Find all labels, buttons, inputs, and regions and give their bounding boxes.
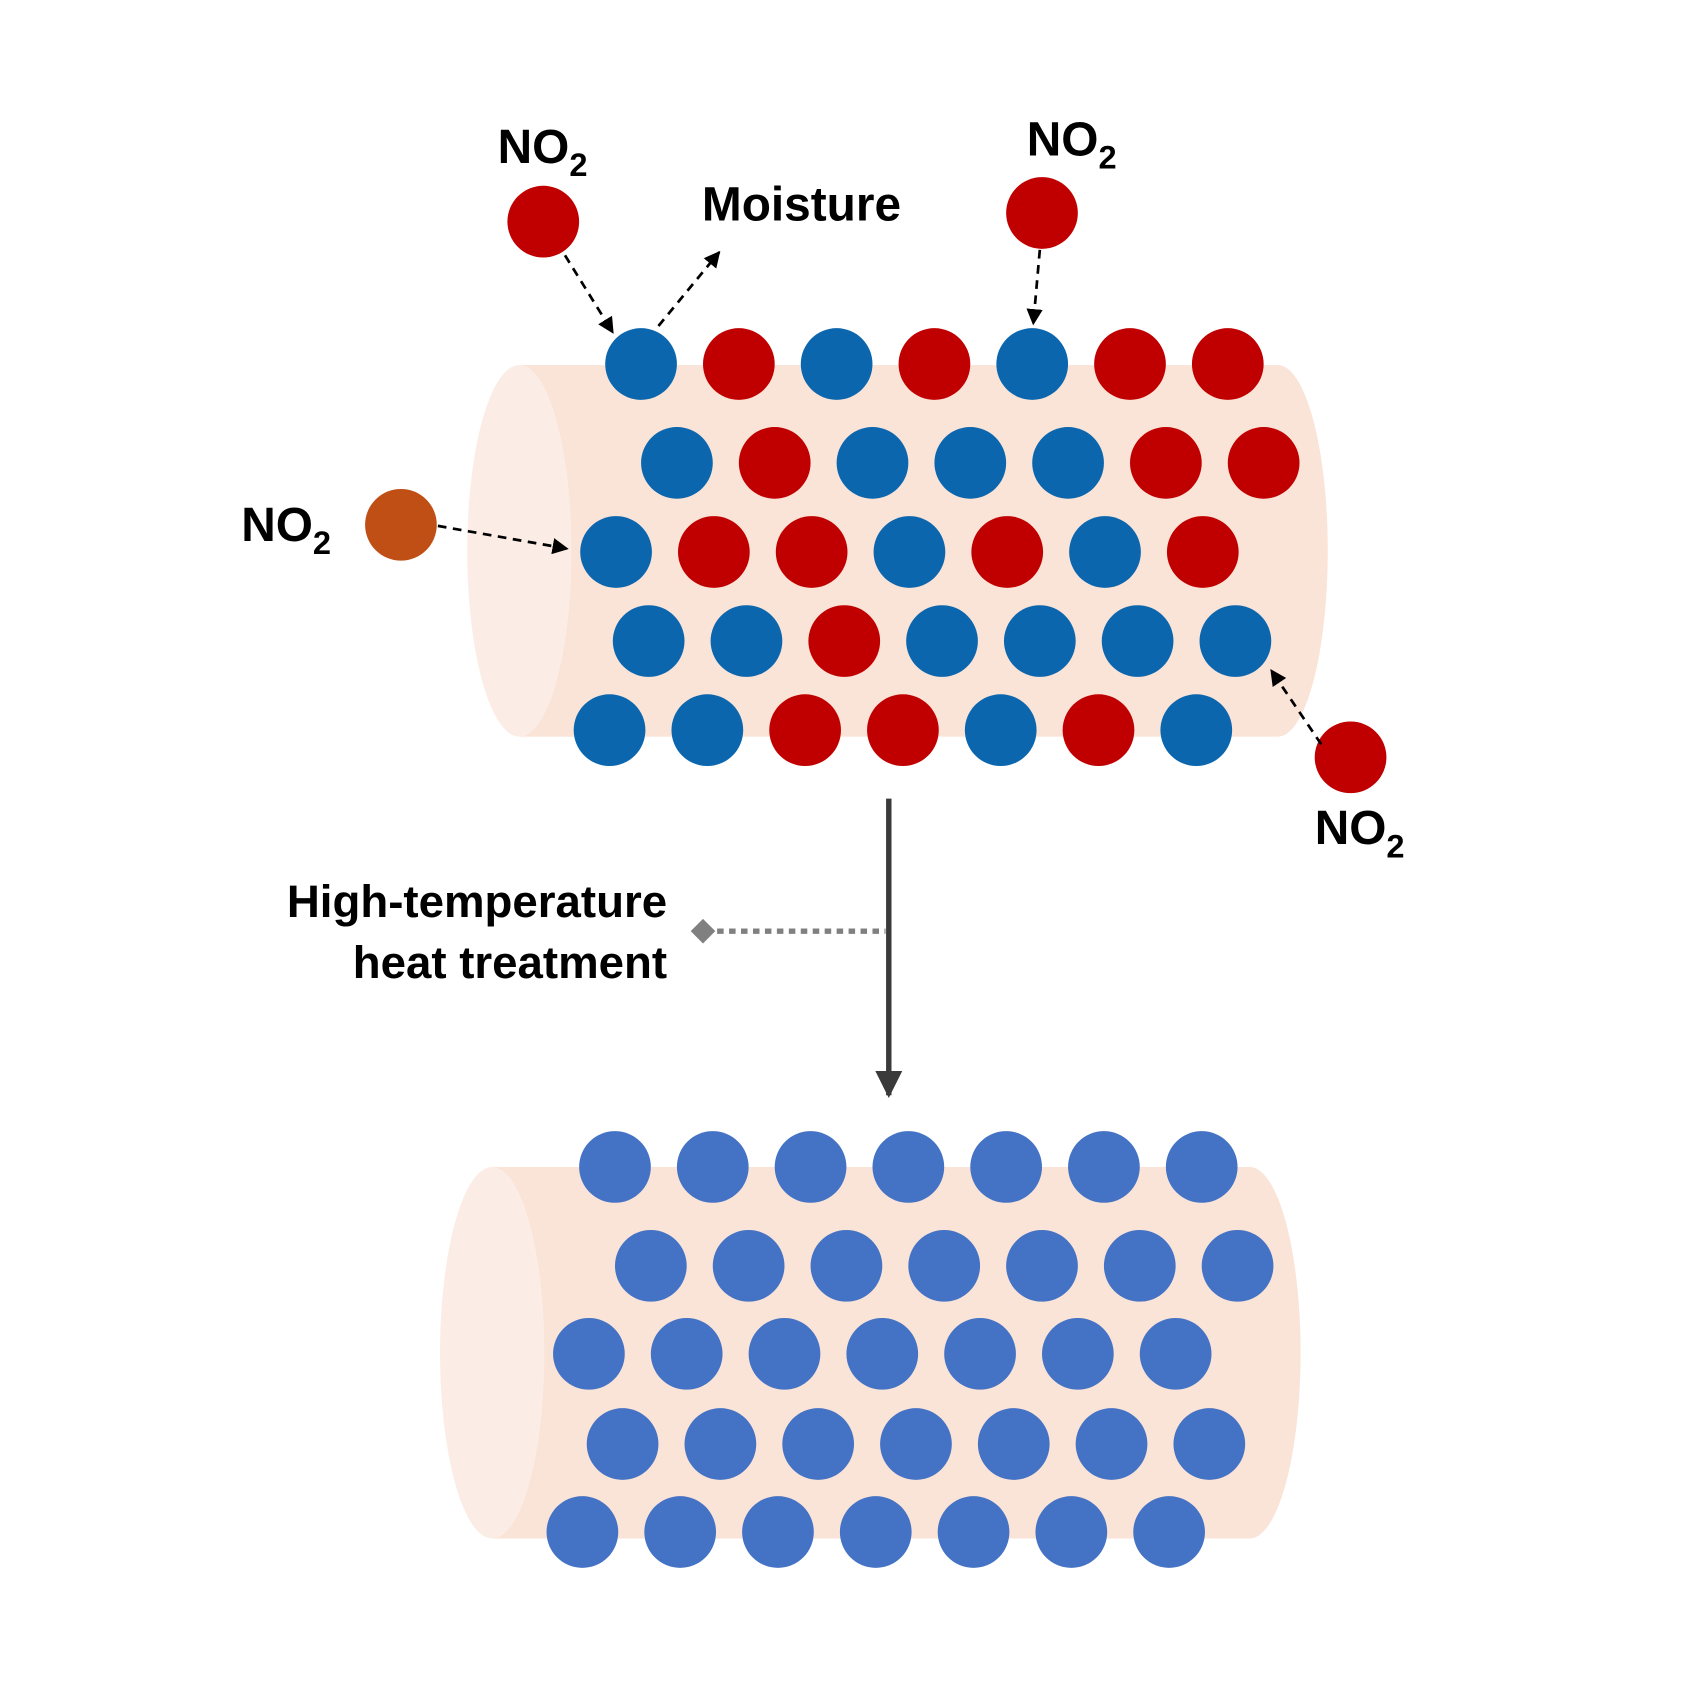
treated-particle: [846, 1317, 919, 1390]
treated-particle: [1075, 1408, 1148, 1480]
treated-particle: [970, 1131, 1042, 1203]
nanofiber-before: [467, 328, 1328, 767]
red-particle: [769, 694, 841, 767]
treated-particle: [579, 1131, 651, 1203]
treated-particle: [1201, 1229, 1274, 1302]
red-particle: [867, 694, 939, 767]
blue-particle: [1199, 605, 1272, 677]
treated-particle: [553, 1317, 625, 1390]
treated-particle: [614, 1229, 687, 1302]
adsorption-arrow: [1026, 249, 1043, 326]
treated-particle: [712, 1229, 785, 1302]
treated-particle: [1165, 1131, 1238, 1203]
adsorption-arrow: [563, 254, 614, 334]
treated-particle: [650, 1317, 723, 1390]
no2-label: NO2: [241, 499, 331, 561]
particles-before: [573, 328, 1300, 767]
red-particle: [738, 427, 811, 499]
adsorption-arrow: [437, 524, 569, 555]
treated-particle: [872, 1131, 945, 1203]
treated-particle: [748, 1317, 821, 1390]
blue-particle: [710, 605, 783, 677]
treated-particle: [1133, 1496, 1205, 1568]
no2-particle: [1314, 721, 1387, 794]
treated-particle: [586, 1408, 659, 1480]
blue-particle: [1003, 605, 1076, 677]
cylinder-end: [1198, 1166, 1301, 1539]
blue-particle: [580, 516, 652, 588]
red-particle: [1166, 516, 1239, 588]
blue-particle: [605, 328, 677, 400]
red-particle: [1094, 328, 1166, 400]
nanofiber-after: [440, 1131, 1301, 1568]
red-particle: [1191, 328, 1264, 400]
particles-after: [546, 1131, 1274, 1568]
red-particle: [775, 516, 848, 588]
blue-particle: [573, 694, 646, 767]
treated-particle: [684, 1408, 757, 1480]
blue-particle: [641, 427, 713, 499]
blue-particle: [800, 328, 873, 400]
treated-particle: [1068, 1131, 1140, 1203]
treated-particle: [1139, 1317, 1212, 1390]
blue-particle: [996, 328, 1069, 400]
treated-particle: [1035, 1496, 1108, 1568]
treated-particle: [977, 1408, 1050, 1480]
no2-label: NO2: [1027, 113, 1117, 175]
blue-particle: [612, 605, 685, 677]
blue-particle: [873, 516, 946, 588]
treated-particle: [1103, 1229, 1176, 1302]
red-particle: [1227, 427, 1300, 499]
blue-particle: [964, 694, 1037, 767]
no2-label: NO2: [498, 121, 588, 183]
blue-particle: [934, 427, 1007, 499]
treated-particle: [546, 1496, 619, 1568]
treated-particle: [1041, 1317, 1114, 1390]
blue-particle: [1069, 516, 1141, 588]
treated-particle: [1173, 1408, 1246, 1480]
blue-particle: [671, 694, 744, 767]
connector-diamond: [690, 918, 716, 944]
blue-particle: [1032, 427, 1104, 499]
treated-particle: [880, 1408, 952, 1480]
no2-particle-orange: [365, 488, 437, 561]
treated-particle: [810, 1229, 883, 1302]
no2-label: NO2: [1315, 802, 1405, 864]
blue-particle: [836, 427, 909, 499]
no2-particle: [1006, 177, 1078, 249]
cylinder-cap: [467, 365, 572, 737]
treated-particle: [937, 1496, 1010, 1568]
blue-particle: [906, 605, 978, 677]
treated-particle: [839, 1496, 912, 1568]
treated-particle: [944, 1317, 1016, 1390]
treated-particle: [1006, 1229, 1078, 1302]
treated-particle: [782, 1408, 855, 1480]
treated-particle: [774, 1131, 847, 1203]
treated-particle: [908, 1229, 981, 1302]
treated-particle: [676, 1131, 749, 1203]
treated-particle: [644, 1496, 717, 1568]
red-particle: [1062, 694, 1135, 767]
red-particle: [702, 328, 775, 400]
blue-particle: [1101, 605, 1174, 677]
red-particle: [1130, 427, 1202, 499]
red-particle: [808, 605, 881, 677]
red-particle: [971, 516, 1044, 588]
process-label-line1: High-temperature: [287, 876, 667, 927]
red-particle: [898, 328, 971, 400]
blue-particle: [1160, 694, 1233, 767]
red-particle: [678, 516, 750, 588]
cylinder-cap: [440, 1166, 545, 1539]
moisture-label: Moisture: [702, 179, 901, 232]
process-label-line2: heat treatment: [353, 937, 667, 988]
treated-particle: [742, 1496, 814, 1568]
no2-particle: [507, 185, 580, 258]
moisture-arrow: [657, 250, 721, 327]
